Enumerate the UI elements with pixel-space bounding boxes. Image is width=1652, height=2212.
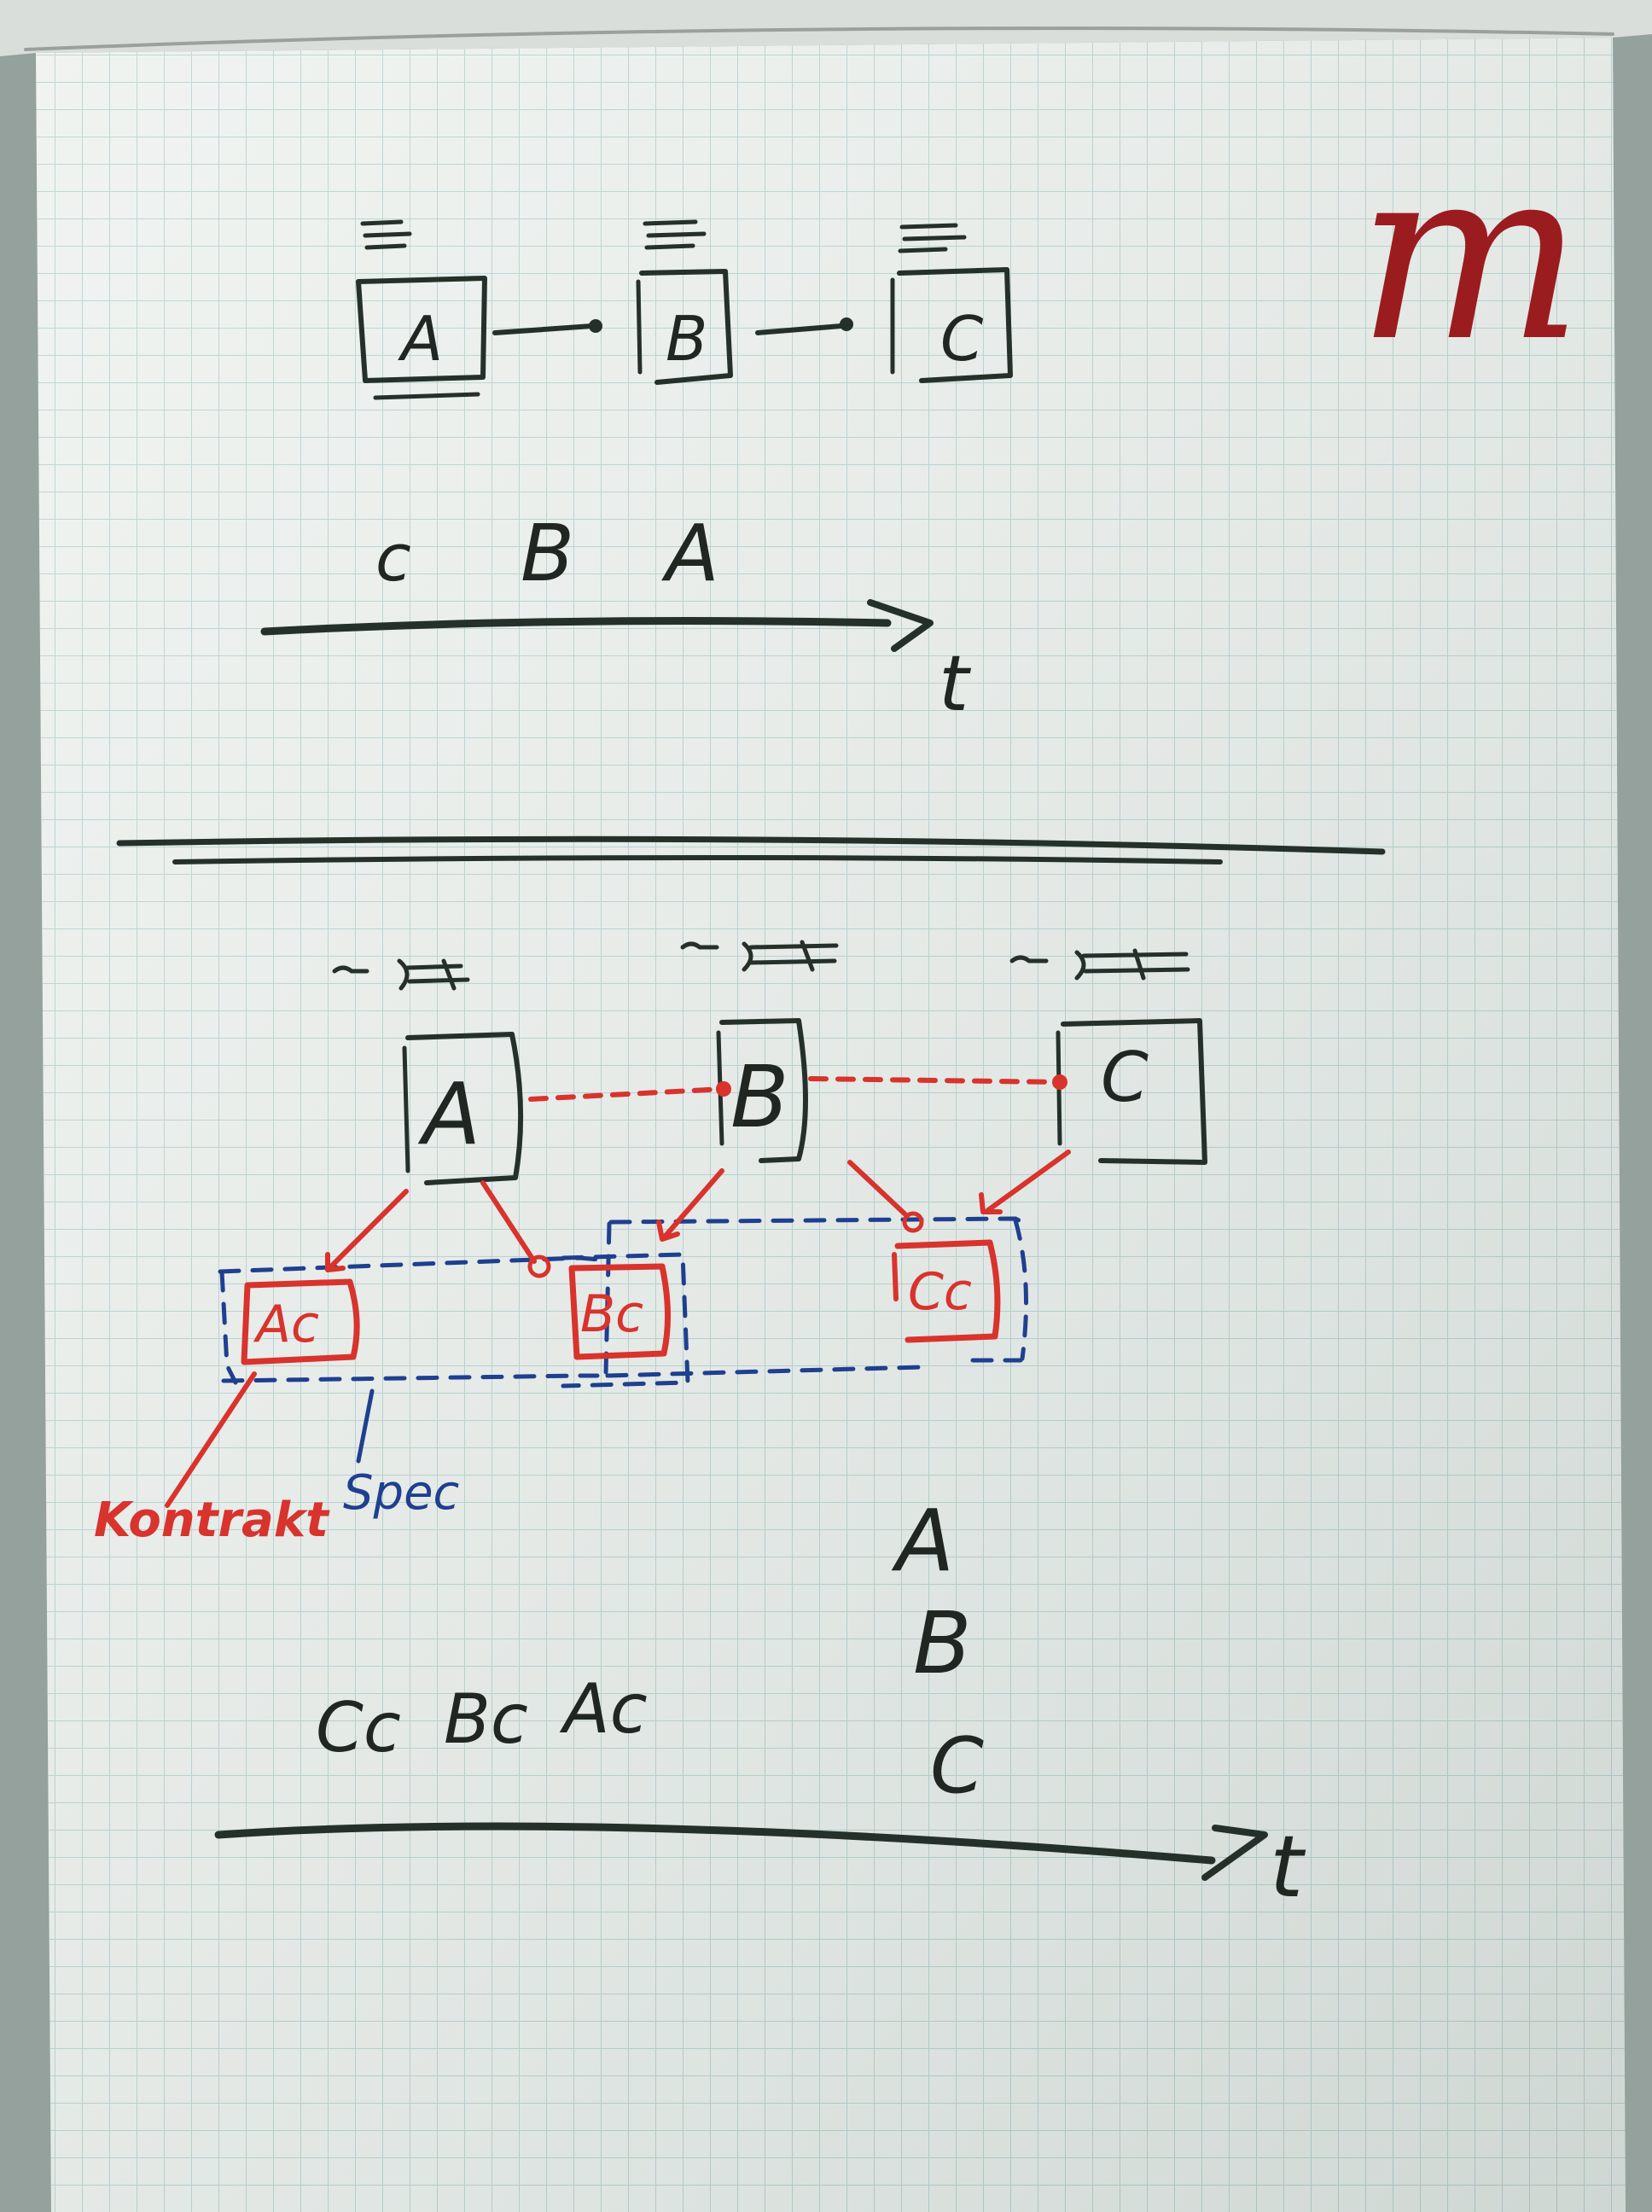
bottom-time-arrowhead [1201, 1825, 1268, 1881]
stack-item-a: A [891, 1491, 954, 1591]
svg-text:A: A [398, 303, 443, 375]
svg-text:C: C [1101, 1038, 1149, 1117]
bottom-node-a: A [402, 1032, 524, 1185]
top-node-b: B [636, 269, 733, 385]
svg-text:c: c [375, 520, 411, 596]
dependency-dot [716, 1081, 731, 1097]
top-node-c: C [890, 267, 1013, 383]
contract-ac: Ac [241, 1278, 360, 1365]
top-axis-label: t [939, 639, 972, 729]
dependency-bc [808, 1076, 1062, 1085]
bottom-time-axis [214, 1822, 1216, 1865]
top-connector-dot [589, 319, 602, 333]
provided-interface-icon [332, 940, 1190, 991]
svg-text:Cc: Cc [908, 1262, 972, 1322]
stack-item-c: C [930, 1721, 984, 1811]
paper-shade [36, 38, 1626, 2212]
top-connector-bc [755, 323, 844, 335]
svg-text:B: B [730, 1047, 789, 1147]
svg-text:C: C [940, 303, 984, 375]
sheet-top-binding [0, 0, 1652, 56]
top-time-arrowhead [867, 599, 934, 652]
top-connector-ab [492, 323, 595, 335]
sheet-edge [24, 26, 1614, 51]
kontrakt-pointer [165, 1371, 257, 1508]
svg-text:Bc: Bc [444, 1679, 528, 1759]
bottom-axis-label: t [1270, 1817, 1306, 1917]
top-time-axis [260, 617, 892, 636]
spec-box [218, 1216, 1028, 1388]
contract-arrows [325, 1150, 1071, 1278]
svg-text:Ac: Ac [253, 1295, 319, 1354]
bottom-diagram: A B C Ac [94, 940, 1207, 1548]
dependency-dot [1052, 1074, 1067, 1090]
top-connector-dot [840, 317, 853, 331]
section-divider [116, 835, 1386, 864]
bottom-node-b: B [716, 1018, 808, 1163]
svg-text:A: A [661, 508, 719, 599]
m-logo-icon: m [1357, 116, 1584, 394]
svg-text:B: B [666, 303, 707, 375]
label-kontrakt: Kontrakt [94, 1493, 330, 1548]
contract-bc: Bc [568, 1263, 672, 1360]
component-icon [360, 219, 967, 253]
contract-cc: Cc [892, 1239, 1001, 1343]
stack-item-b: B [913, 1593, 972, 1693]
top-diagram: A B C [356, 219, 1013, 400]
label-spec: Spec [343, 1465, 460, 1521]
svg-text:B: B [521, 508, 574, 599]
svg-text:Cc: Cc [316, 1688, 401, 1767]
dependency-ab [528, 1086, 726, 1102]
svg-text:Ac: Ac [559, 1669, 648, 1749]
top-timeline: c B A t [260, 508, 972, 729]
top-node-a: A [356, 276, 487, 400]
svg-text:A: A [417, 1064, 480, 1164]
bottom-timeline: Cc Bc Ac A B C t [214, 1491, 1306, 1917]
svg-text:m: m [1357, 116, 1584, 394]
spec-pointer [356, 1388, 375, 1464]
bottom-node-c: C [1056, 1018, 1207, 1165]
svg-text:Bc: Bc [580, 1284, 643, 1344]
